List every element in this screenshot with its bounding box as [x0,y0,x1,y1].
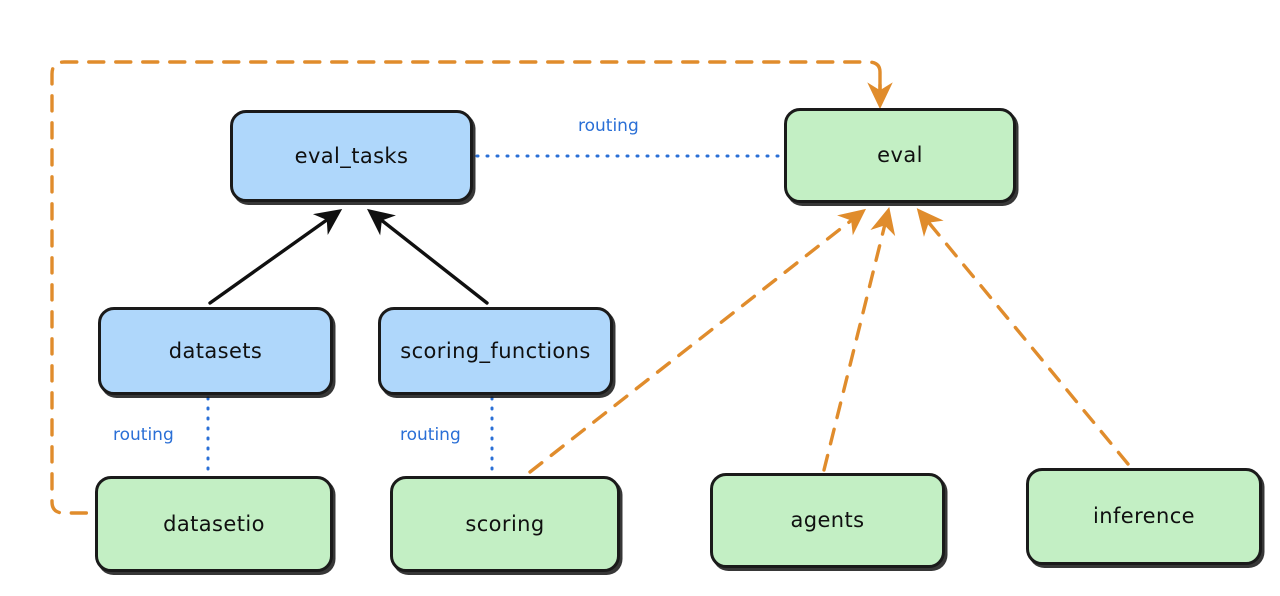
node-label: inference [1093,504,1195,528]
edge-datasets-to-eval-tasks [208,209,343,305]
node-scoring-functions[interactable]: scoring_functions [378,307,613,395]
node-label: eval [877,143,923,167]
edge-label-routing-scoring-functions: routing [400,425,461,445]
node-scoring[interactable]: scoring [390,476,620,572]
edge-label-routing-datasets: routing [113,425,174,445]
node-inference[interactable]: inference [1026,468,1262,565]
node-label: datasetio [163,511,265,536]
edge-inference-to-eval [916,208,1130,466]
edge-label-routing-eval-tasks: routing [578,116,639,136]
node-datasetio[interactable]: datasetio [95,476,333,572]
node-label: agents [790,508,865,532]
node-label: datasets [168,338,263,363]
node-label: scoring_functions [400,338,591,363]
edge-scoring-functions-to-eval-tasks [366,208,489,305]
node-label: scoring [465,511,545,536]
node-eval[interactable]: eval [784,108,1016,203]
node-label: eval_tasks [294,143,409,168]
node-eval-tasks[interactable]: eval_tasks [230,110,473,202]
edge-agents-to-eval [822,207,896,472]
node-datasets[interactable]: datasets [98,307,333,395]
node-agents[interactable]: agents [710,473,945,568]
